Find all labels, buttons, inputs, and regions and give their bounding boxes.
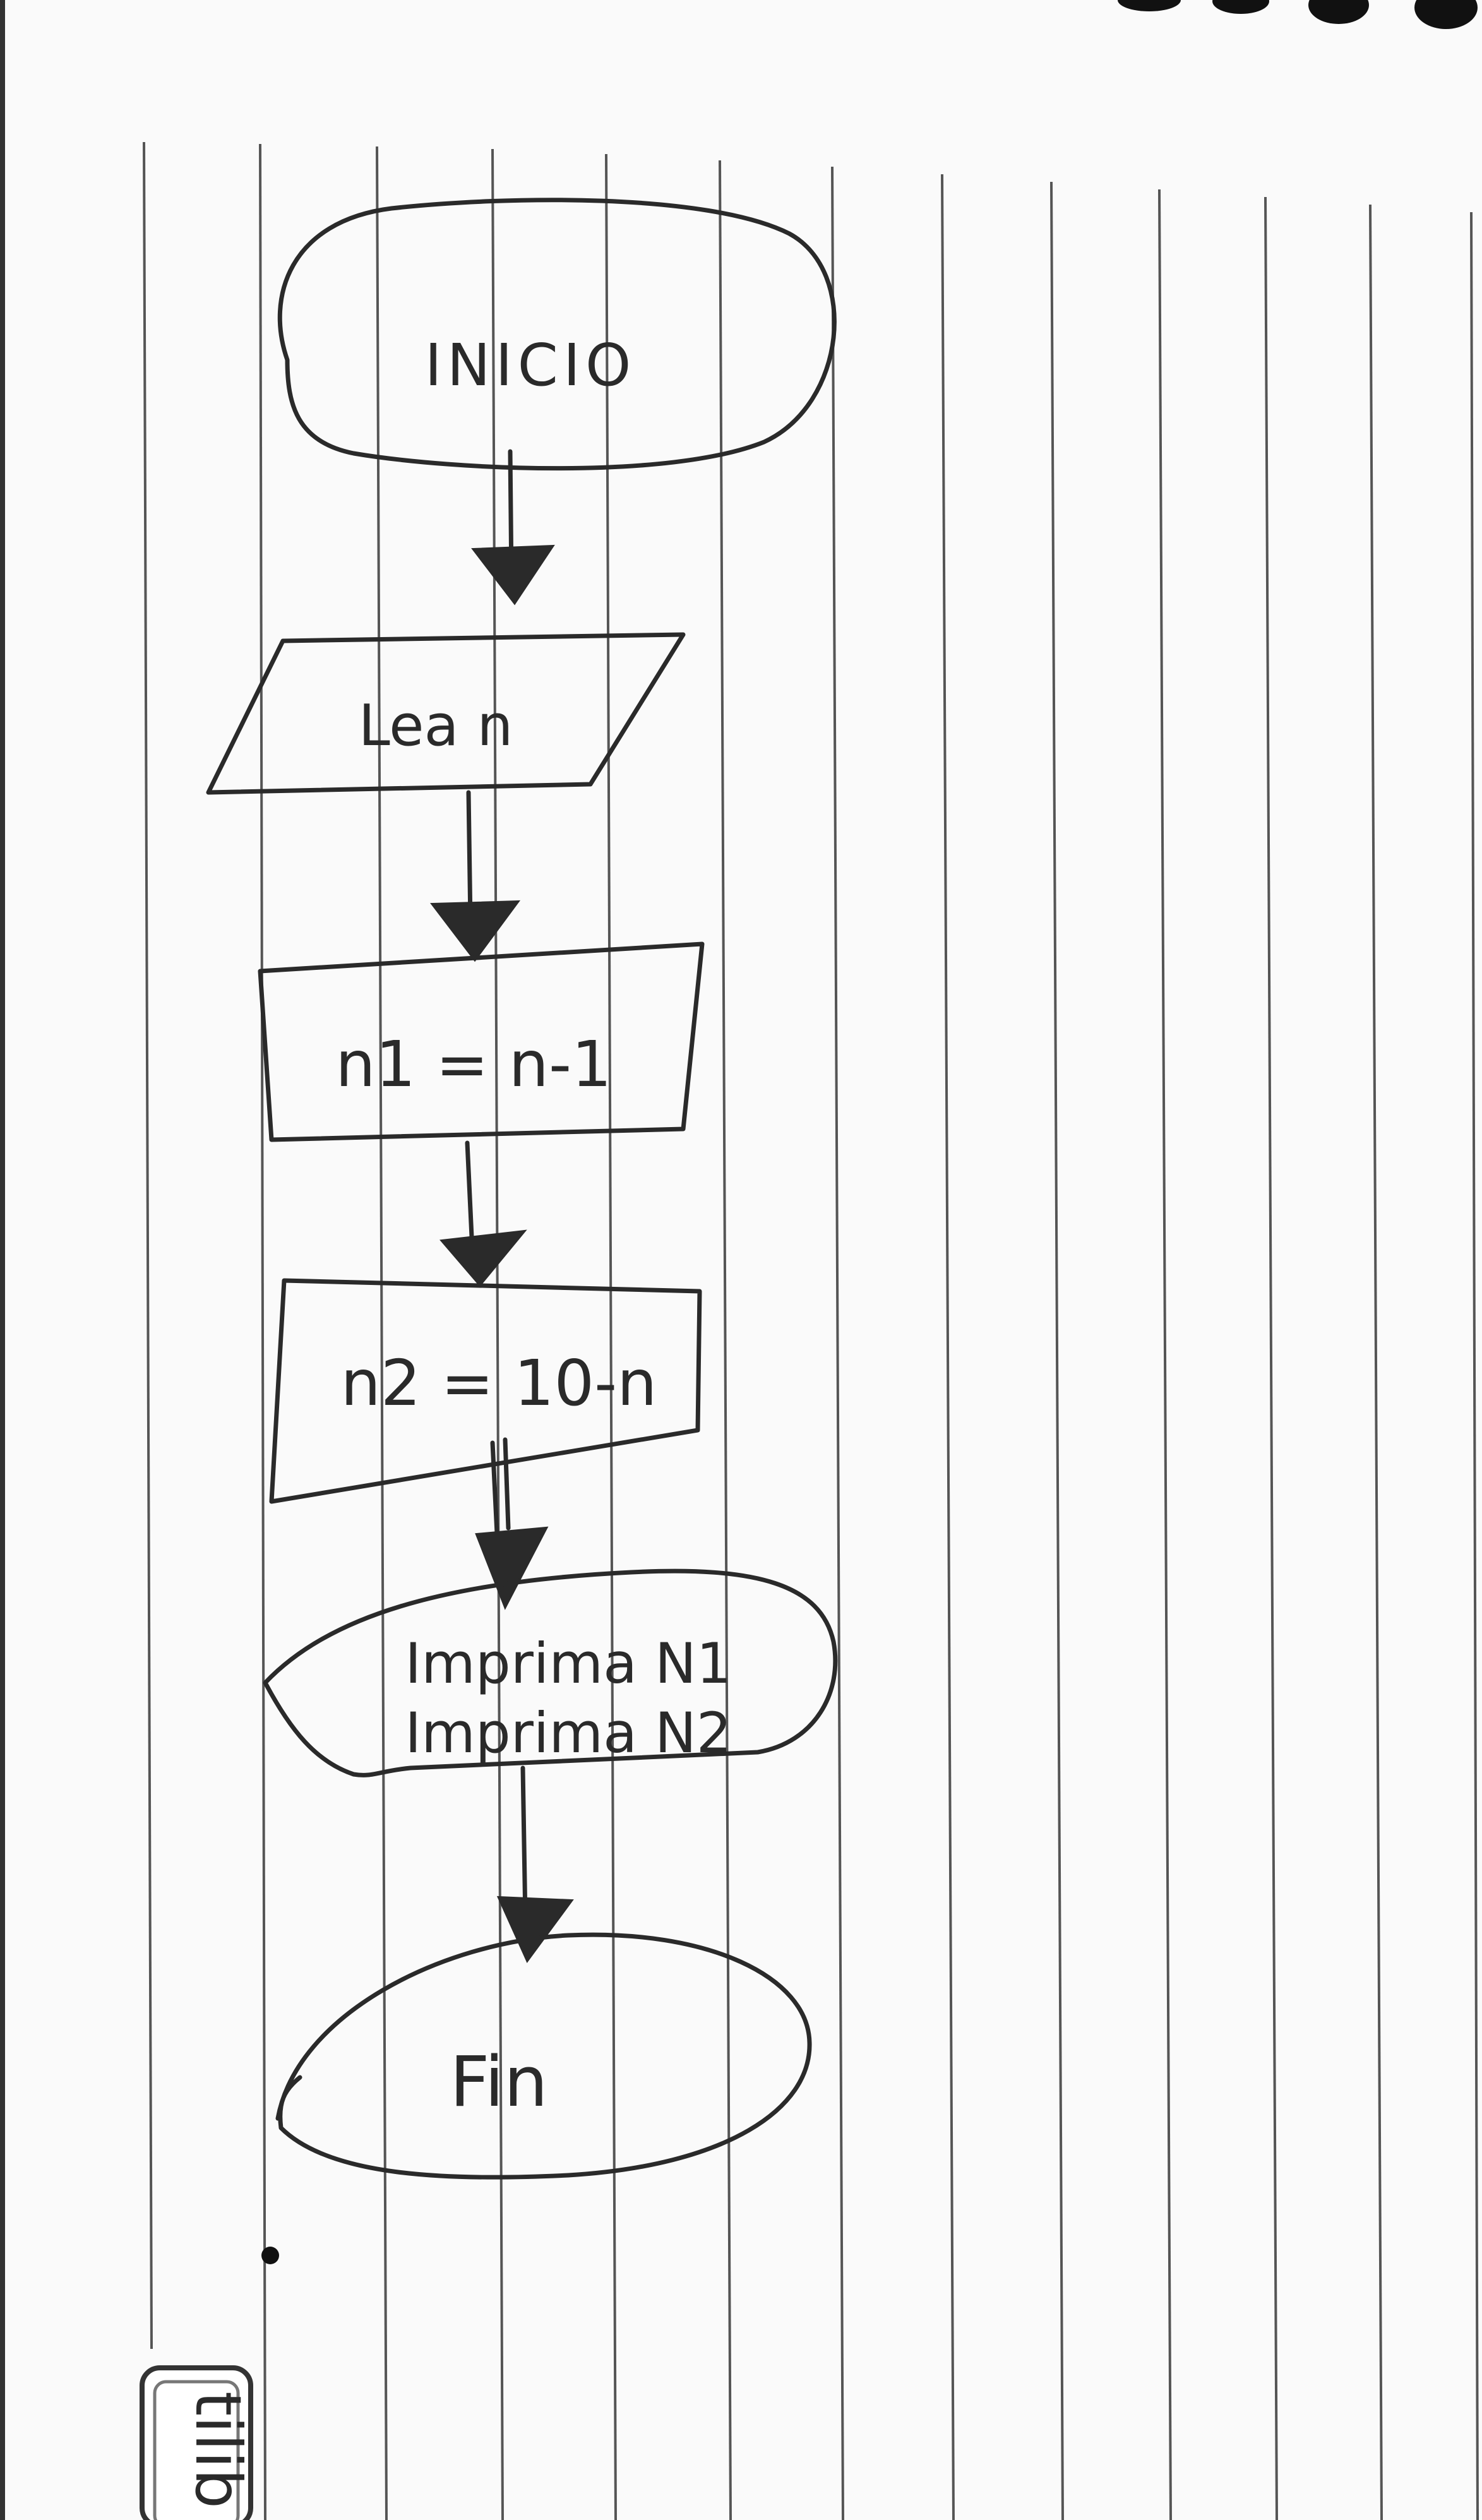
rule-line <box>1369 204 1383 2520</box>
arrow-proc2-to-output <box>475 1437 549 1610</box>
arrowhead <box>471 544 555 606</box>
process-2-label: n2 = 10-n <box>340 1346 657 1420</box>
page-edge <box>0 0 5 2520</box>
input-node: Lea n <box>206 632 686 795</box>
arrowhead <box>430 900 521 962</box>
process-1-node: n1 = n-1 <box>258 941 705 1142</box>
output-display-shape <box>263 1568 838 1777</box>
output-label-line-1: Imprima N1 <box>405 1631 732 1696</box>
arrowhead <box>475 1526 549 1610</box>
start-label: INICIO <box>425 331 636 399</box>
connector-line <box>503 1437 511 1531</box>
rule-line <box>1158 189 1172 2520</box>
rule-line <box>1264 196 1278 2520</box>
process-2-node: n2 = 10-n <box>269 1278 702 1504</box>
ink-dot <box>261 2247 279 2264</box>
start-node: INICIO <box>277 198 837 471</box>
rule-line <box>491 148 504 2520</box>
output-label-line-2: Imprima N2 <box>405 1700 732 1765</box>
rule-line <box>376 146 388 2520</box>
rule-line <box>1470 212 1479 2520</box>
brand-tab: tilib <box>140 2365 255 2520</box>
binder-hole <box>1118 0 1181 11</box>
notebook-rules <box>143 141 1479 2520</box>
end-terminal-shape <box>275 1932 812 2180</box>
process-2-shape <box>269 1278 702 1504</box>
rule-line <box>605 153 617 2520</box>
rule-line <box>831 166 844 2520</box>
arrow-input-to-proc1 <box>430 790 521 962</box>
connector-line <box>465 1140 475 1253</box>
binder-holes <box>1118 0 1478 29</box>
brand-tab-text: tilib <box>181 2391 255 2509</box>
arrowhead <box>496 1896 574 1963</box>
process-1-shape <box>258 941 705 1142</box>
start-terminal-shape <box>277 198 837 471</box>
binder-hole <box>1414 0 1478 29</box>
end-label: Fin <box>450 2041 548 2122</box>
rule-line <box>259 143 266 2520</box>
rule-line <box>719 160 732 2520</box>
binder-hole <box>1212 0 1269 14</box>
arrowhead <box>439 1229 527 1287</box>
output-node: Imprima N1 Imprima N2 <box>263 1568 838 1777</box>
rule-line <box>941 174 955 2520</box>
arrow-output-to-end <box>496 1765 574 1963</box>
connector-line <box>520 1765 528 1922</box>
binder-hole <box>1308 0 1369 24</box>
process-1-label: n1 = n-1 <box>335 1027 611 1101</box>
end-node: Fin <box>275 1932 812 2180</box>
arrow-proc1-to-proc2 <box>439 1140 527 1287</box>
rule-line <box>143 141 153 2350</box>
arrow-start-to-input <box>471 449 555 606</box>
rule-line <box>1050 181 1064 2520</box>
input-parallelogram-shape <box>206 632 686 795</box>
input-label: Lea n <box>359 693 513 759</box>
connector-line <box>466 790 473 924</box>
